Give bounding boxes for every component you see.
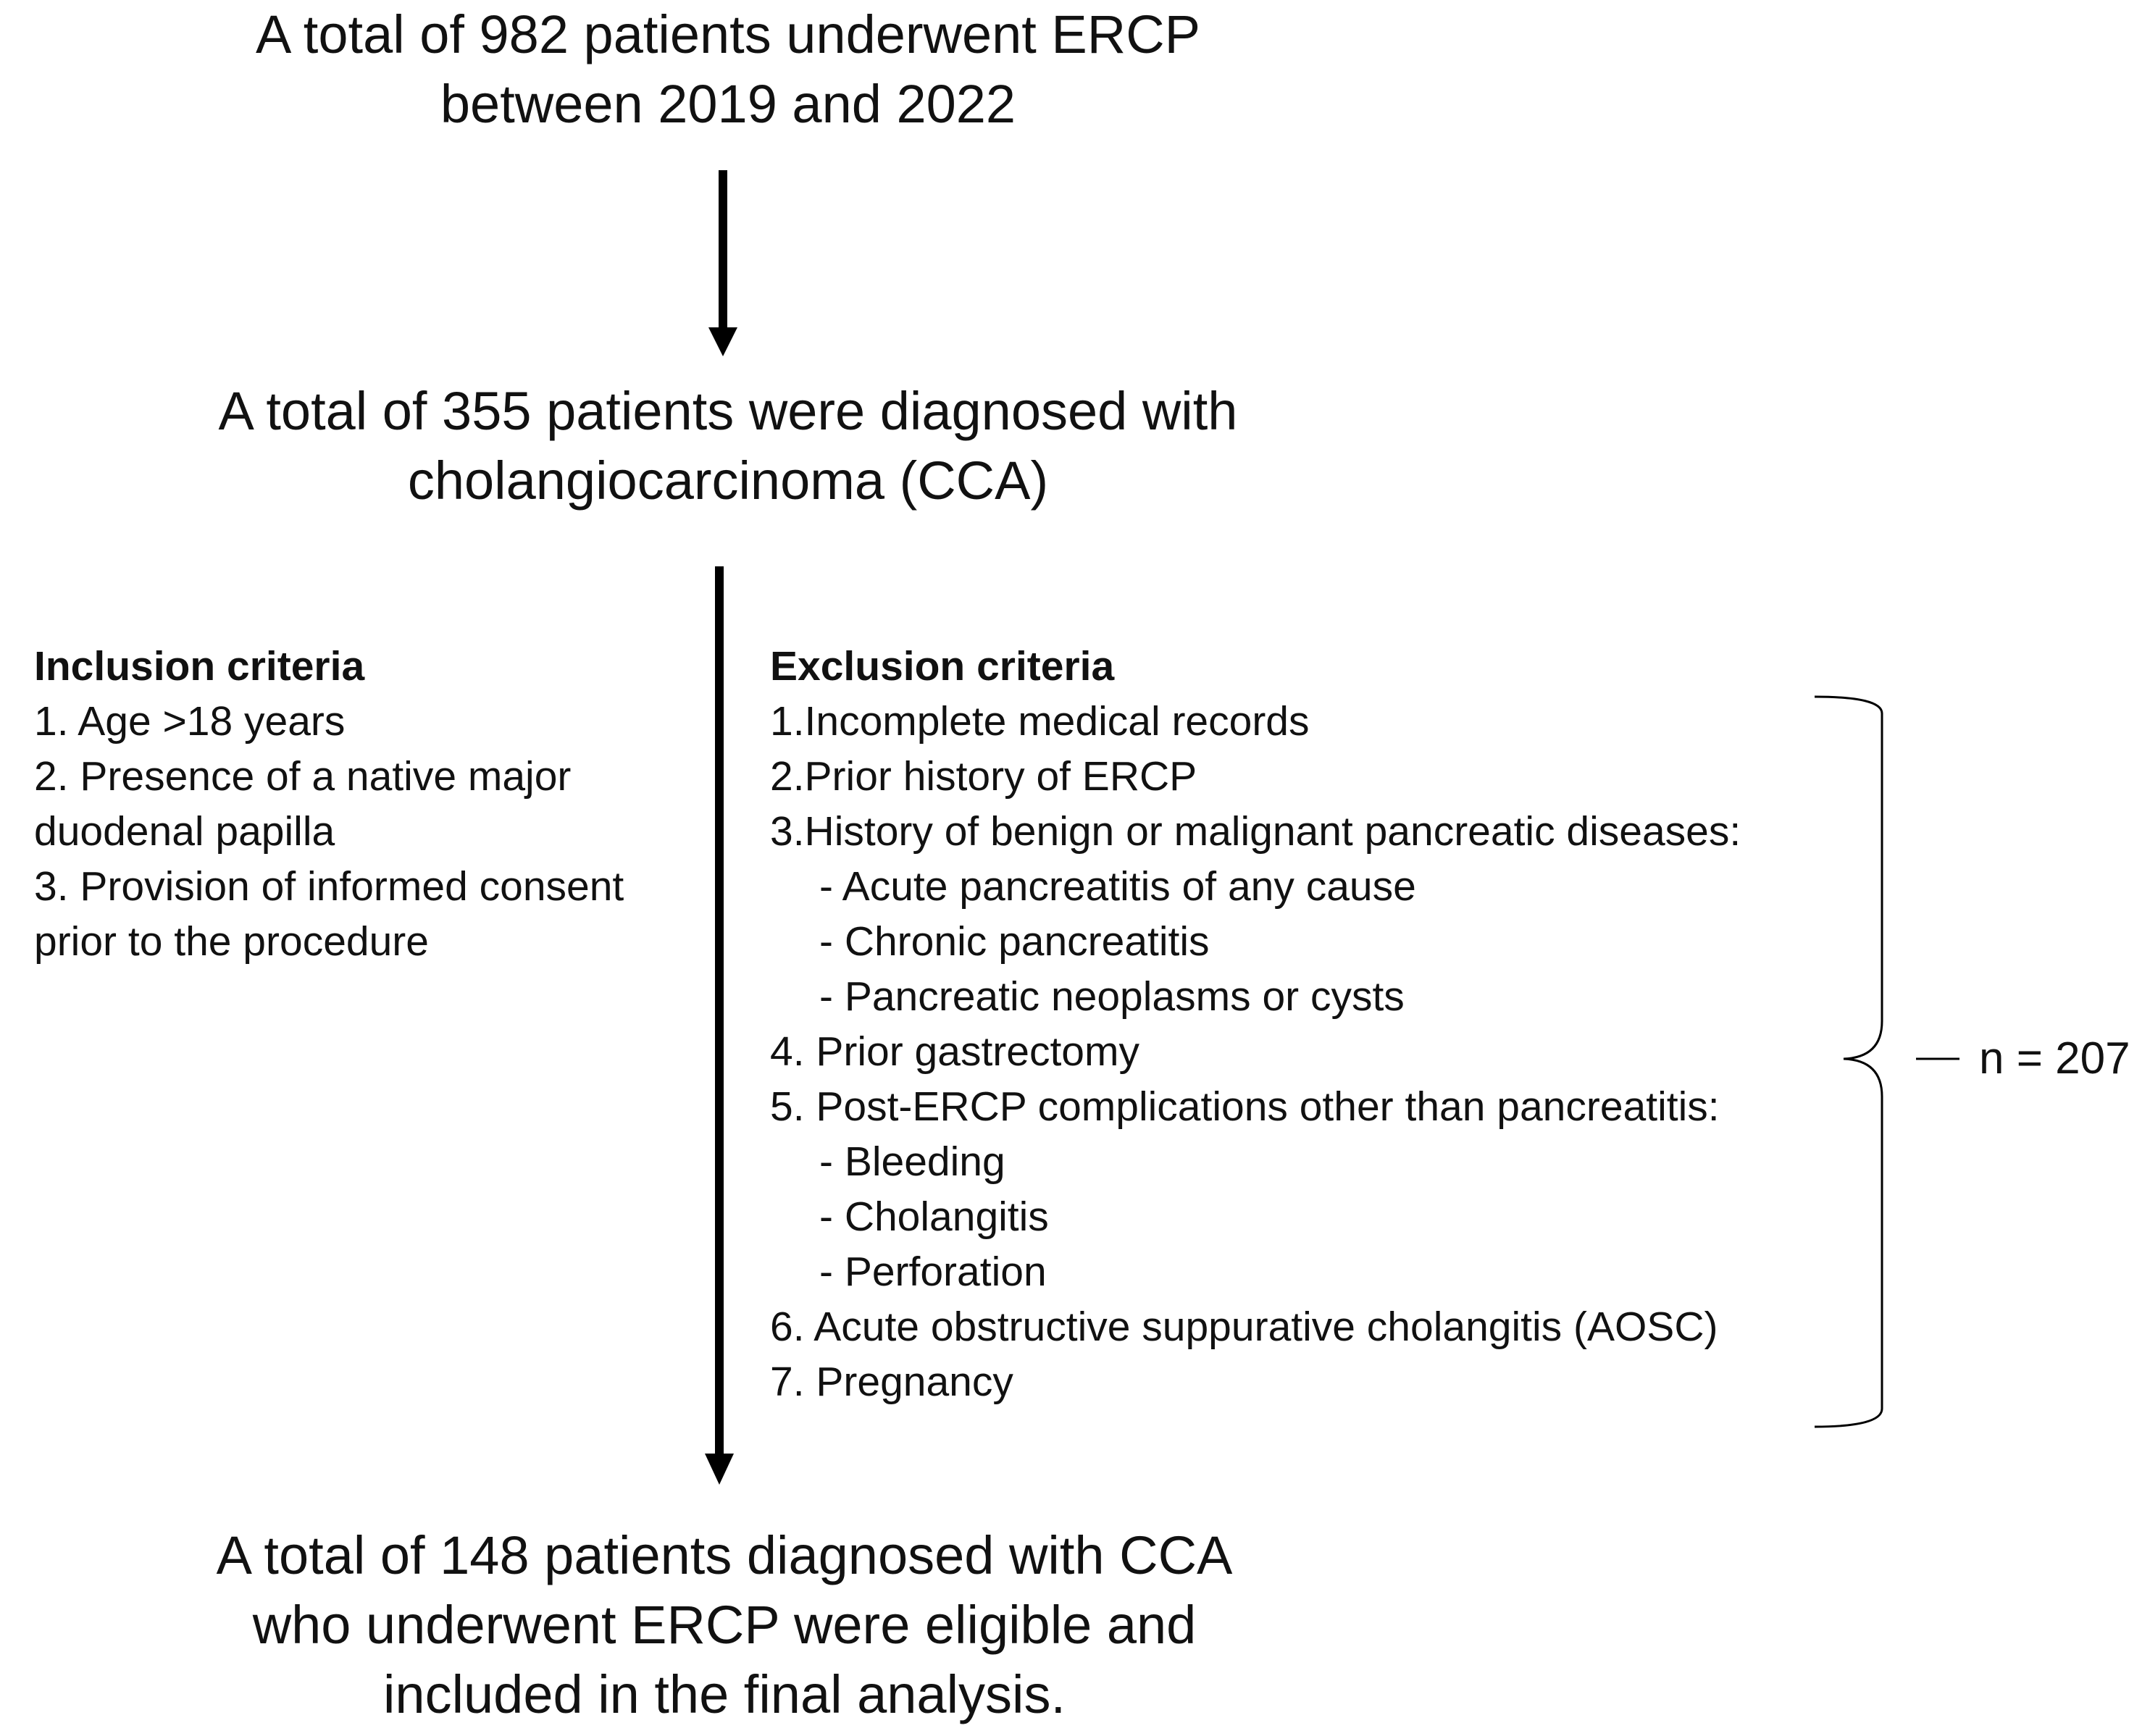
exclusion-item: 3.History of benign or malignant pancrea… (770, 808, 1741, 855)
exclusion-item: 5. Post-ERCP complications other than pa… (770, 1083, 1720, 1130)
exclusion-item: 1.Incomplete medical records (770, 698, 1310, 745)
exclusion-subitem: - Acute pancreatitis of any cause (819, 863, 1416, 910)
inclusion-criteria-block: Inclusion criteria 1. Age >18 years 2. P… (34, 639, 624, 969)
exclusion-item: 6. Acute obstructive suppurative cholang… (770, 1304, 1718, 1350)
cca-diagnosed-box: A total of 355 patients were diagnosed w… (0, 377, 1456, 516)
inclusion-heading: Inclusion criteria (34, 643, 365, 689)
cca-diagnosed-line-2: cholangiocarcinoma (CCA) (407, 450, 1049, 511)
exclusion-brace (1814, 695, 1883, 1428)
exclusion-subitem: - Cholangitis (819, 1194, 1049, 1240)
final-analysis-line-1: A total of 148 patients diagnosed with C… (216, 1525, 1233, 1585)
final-analysis-box: A total of 148 patients diagnosed with C… (0, 1521, 1449, 1729)
exclusion-item: 2.Prior history of ERCP (770, 753, 1197, 800)
final-analysis-line-2: who underwent ERCP were eligible and (252, 1595, 1197, 1655)
total-ercp-box: A total of 982 patients underwent ERCP b… (0, 0, 1456, 139)
final-analysis-line-3: included in the final analysis. (382, 1664, 1066, 1724)
exclusion-subitem: - Bleeding (819, 1139, 1005, 1185)
inclusion-item: duodenal papilla (34, 808, 335, 855)
cca-diagnosed-line-1: A total of 355 patients were diagnosed w… (218, 381, 1238, 441)
inclusion-item: 3. Provision of informed consent (34, 863, 624, 910)
exclusion-subitem: - Perforation (819, 1249, 1047, 1295)
excluded-count-label: n = 207 (1979, 1033, 2130, 1083)
arrow-head-main (705, 1454, 734, 1485)
exclusion-criteria-block: Exclusion criteria 1.Incomplete medical … (770, 639, 1741, 1409)
inclusion-item: prior to the procedure (34, 918, 429, 965)
exclusion-subitem: - Pancreatic neoplasms or cysts (819, 973, 1405, 1020)
exclusion-subitem: - Chronic pancreatitis (819, 918, 1210, 965)
total-ercp-line-1: A total of 982 patients underwent ERCP (255, 4, 1201, 64)
arrow-head-top (708, 327, 737, 356)
inclusion-item: 1. Age >18 years (34, 698, 346, 745)
inclusion-item: 2. Presence of a native major (34, 753, 572, 800)
exclusion-item: 4. Prior gastrectomy (770, 1028, 1139, 1075)
total-ercp-line-2: between 2019 and 2022 (440, 74, 1016, 134)
exclusion-item: 7. Pregnancy (770, 1359, 1013, 1405)
exclusion-heading: Exclusion criteria (770, 643, 1115, 689)
